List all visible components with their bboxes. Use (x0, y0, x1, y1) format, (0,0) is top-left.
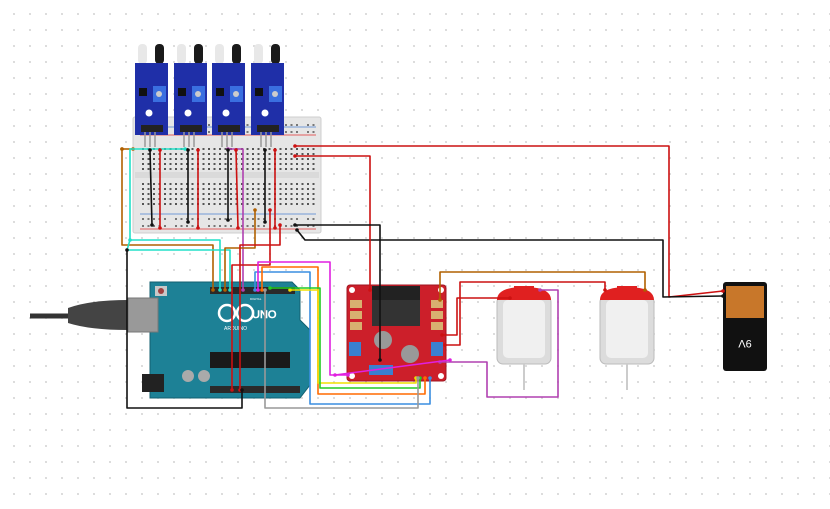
wire-brown-6[interactable] (121, 149, 214, 290)
wire-endpoint (150, 223, 154, 227)
wire-endpoint (228, 288, 232, 292)
wire-endpoint (256, 288, 260, 292)
wire-endpoint (263, 220, 267, 224)
wire-endpoint (440, 333, 444, 337)
wire-endpoint (234, 148, 238, 152)
wire-endpoint (721, 294, 725, 298)
wire-endpoint (508, 296, 512, 300)
wire-black-13[interactable] (149, 149, 153, 226)
wire-endpoint (211, 288, 215, 292)
wire-red-29[interactable] (442, 297, 510, 336)
wire-magenta-32[interactable] (334, 359, 451, 376)
battery-label: 9V (738, 337, 752, 349)
wire-yellow-25[interactable] (290, 289, 417, 384)
wire-endpoint (253, 288, 257, 292)
wire-endpoint (158, 148, 162, 152)
wire-endpoint (428, 376, 432, 380)
digital-label: DIGITAL (250, 297, 262, 301)
wire-endpoint (263, 288, 267, 292)
wire-endpoint (333, 373, 337, 377)
wire-brown-28[interactable] (439, 271, 646, 300)
wire-endpoint (260, 288, 264, 292)
reset-button[interactable] (158, 288, 164, 294)
wire-red-11[interactable] (231, 210, 271, 390)
ir-sensor-4[interactable] (251, 44, 284, 147)
wire-endpoint (288, 288, 292, 292)
wire-endpoint (241, 288, 245, 292)
wire-endpoint (183, 147, 187, 151)
battery-9v[interactable]: 9V (723, 282, 767, 371)
wire-endpoint (368, 288, 372, 292)
wire-red-1[interactable] (295, 145, 724, 298)
digital-header (210, 287, 295, 294)
wire-endpoint (158, 226, 162, 230)
arduino-uno[interactable]: ARDUINO UNO DIGITAL (142, 281, 311, 399)
wire-endpoint (378, 358, 382, 362)
wire-endpoint (240, 388, 244, 392)
wire-endpoint (226, 148, 230, 152)
wire-purple-31[interactable] (440, 289, 559, 398)
wire-endpoint (643, 288, 647, 292)
wire-green-26[interactable] (270, 287, 421, 389)
atmega-chip (210, 352, 290, 368)
wire-cyan-8[interactable] (126, 239, 231, 290)
wire-endpoint (226, 218, 230, 222)
wire-endpoint (223, 288, 227, 292)
arduino-brand-label: ARDUINO (224, 326, 247, 332)
wire-endpoint (148, 148, 152, 152)
wire-endpoint (293, 144, 297, 148)
wire-red-12[interactable] (239, 225, 281, 390)
wire-endpoint (218, 288, 222, 292)
wire-red-3[interactable] (295, 155, 371, 290)
wire-red-18[interactable] (235, 149, 239, 229)
wire-endpoint (186, 148, 190, 152)
wire-endpoint (186, 220, 190, 224)
wire-endpoint (278, 223, 282, 227)
analog-header (210, 386, 300, 393)
wire-endpoint (273, 226, 277, 230)
wire-endpoint (293, 223, 297, 227)
wire-endpoint (196, 148, 200, 152)
wire-red-30[interactable] (445, 281, 606, 346)
wire-endpoint (120, 147, 124, 151)
wire-endpoint (448, 358, 452, 362)
dc-motor-2[interactable] (599, 286, 655, 390)
wire-endpoint (196, 226, 200, 230)
wire-purple-9[interactable] (228, 148, 244, 290)
power-jack (142, 374, 164, 392)
usb-cable[interactable] (30, 297, 159, 333)
wire-endpoint (263, 148, 267, 152)
wire-endpoint (230, 388, 234, 392)
wire-endpoint (443, 343, 447, 347)
wire-endpoint (438, 298, 442, 302)
wire-black-21[interactable] (126, 250, 243, 409)
ir-sensor-2[interactable] (174, 44, 207, 147)
wire-endpoint (268, 208, 272, 212)
wire-endpoint (268, 286, 272, 290)
wire-blue-22[interactable] (254, 271, 431, 405)
wire-black-4[interactable] (295, 224, 381, 360)
wire-endpoint (423, 376, 427, 380)
dc-motor-1[interactable] (496, 286, 552, 390)
wire-endpoint (273, 148, 277, 152)
ir-sensor-3[interactable] (212, 44, 245, 147)
wire-endpoint (295, 228, 299, 232)
wire-endpoint (293, 154, 297, 158)
wire-endpoint (721, 289, 725, 293)
wire-endpoint (603, 288, 607, 292)
wire-endpoint (236, 226, 240, 230)
ir-sensor-1[interactable] (135, 44, 168, 147)
wire-endpoint (253, 208, 257, 212)
wire-endpoint (128, 238, 132, 242)
wire-endpoint (125, 248, 129, 252)
wire-black-2[interactable] (296, 229, 724, 298)
wire-endpoint (538, 288, 542, 292)
wire-gray-27[interactable] (264, 290, 419, 409)
wire-endpoint (416, 376, 420, 380)
